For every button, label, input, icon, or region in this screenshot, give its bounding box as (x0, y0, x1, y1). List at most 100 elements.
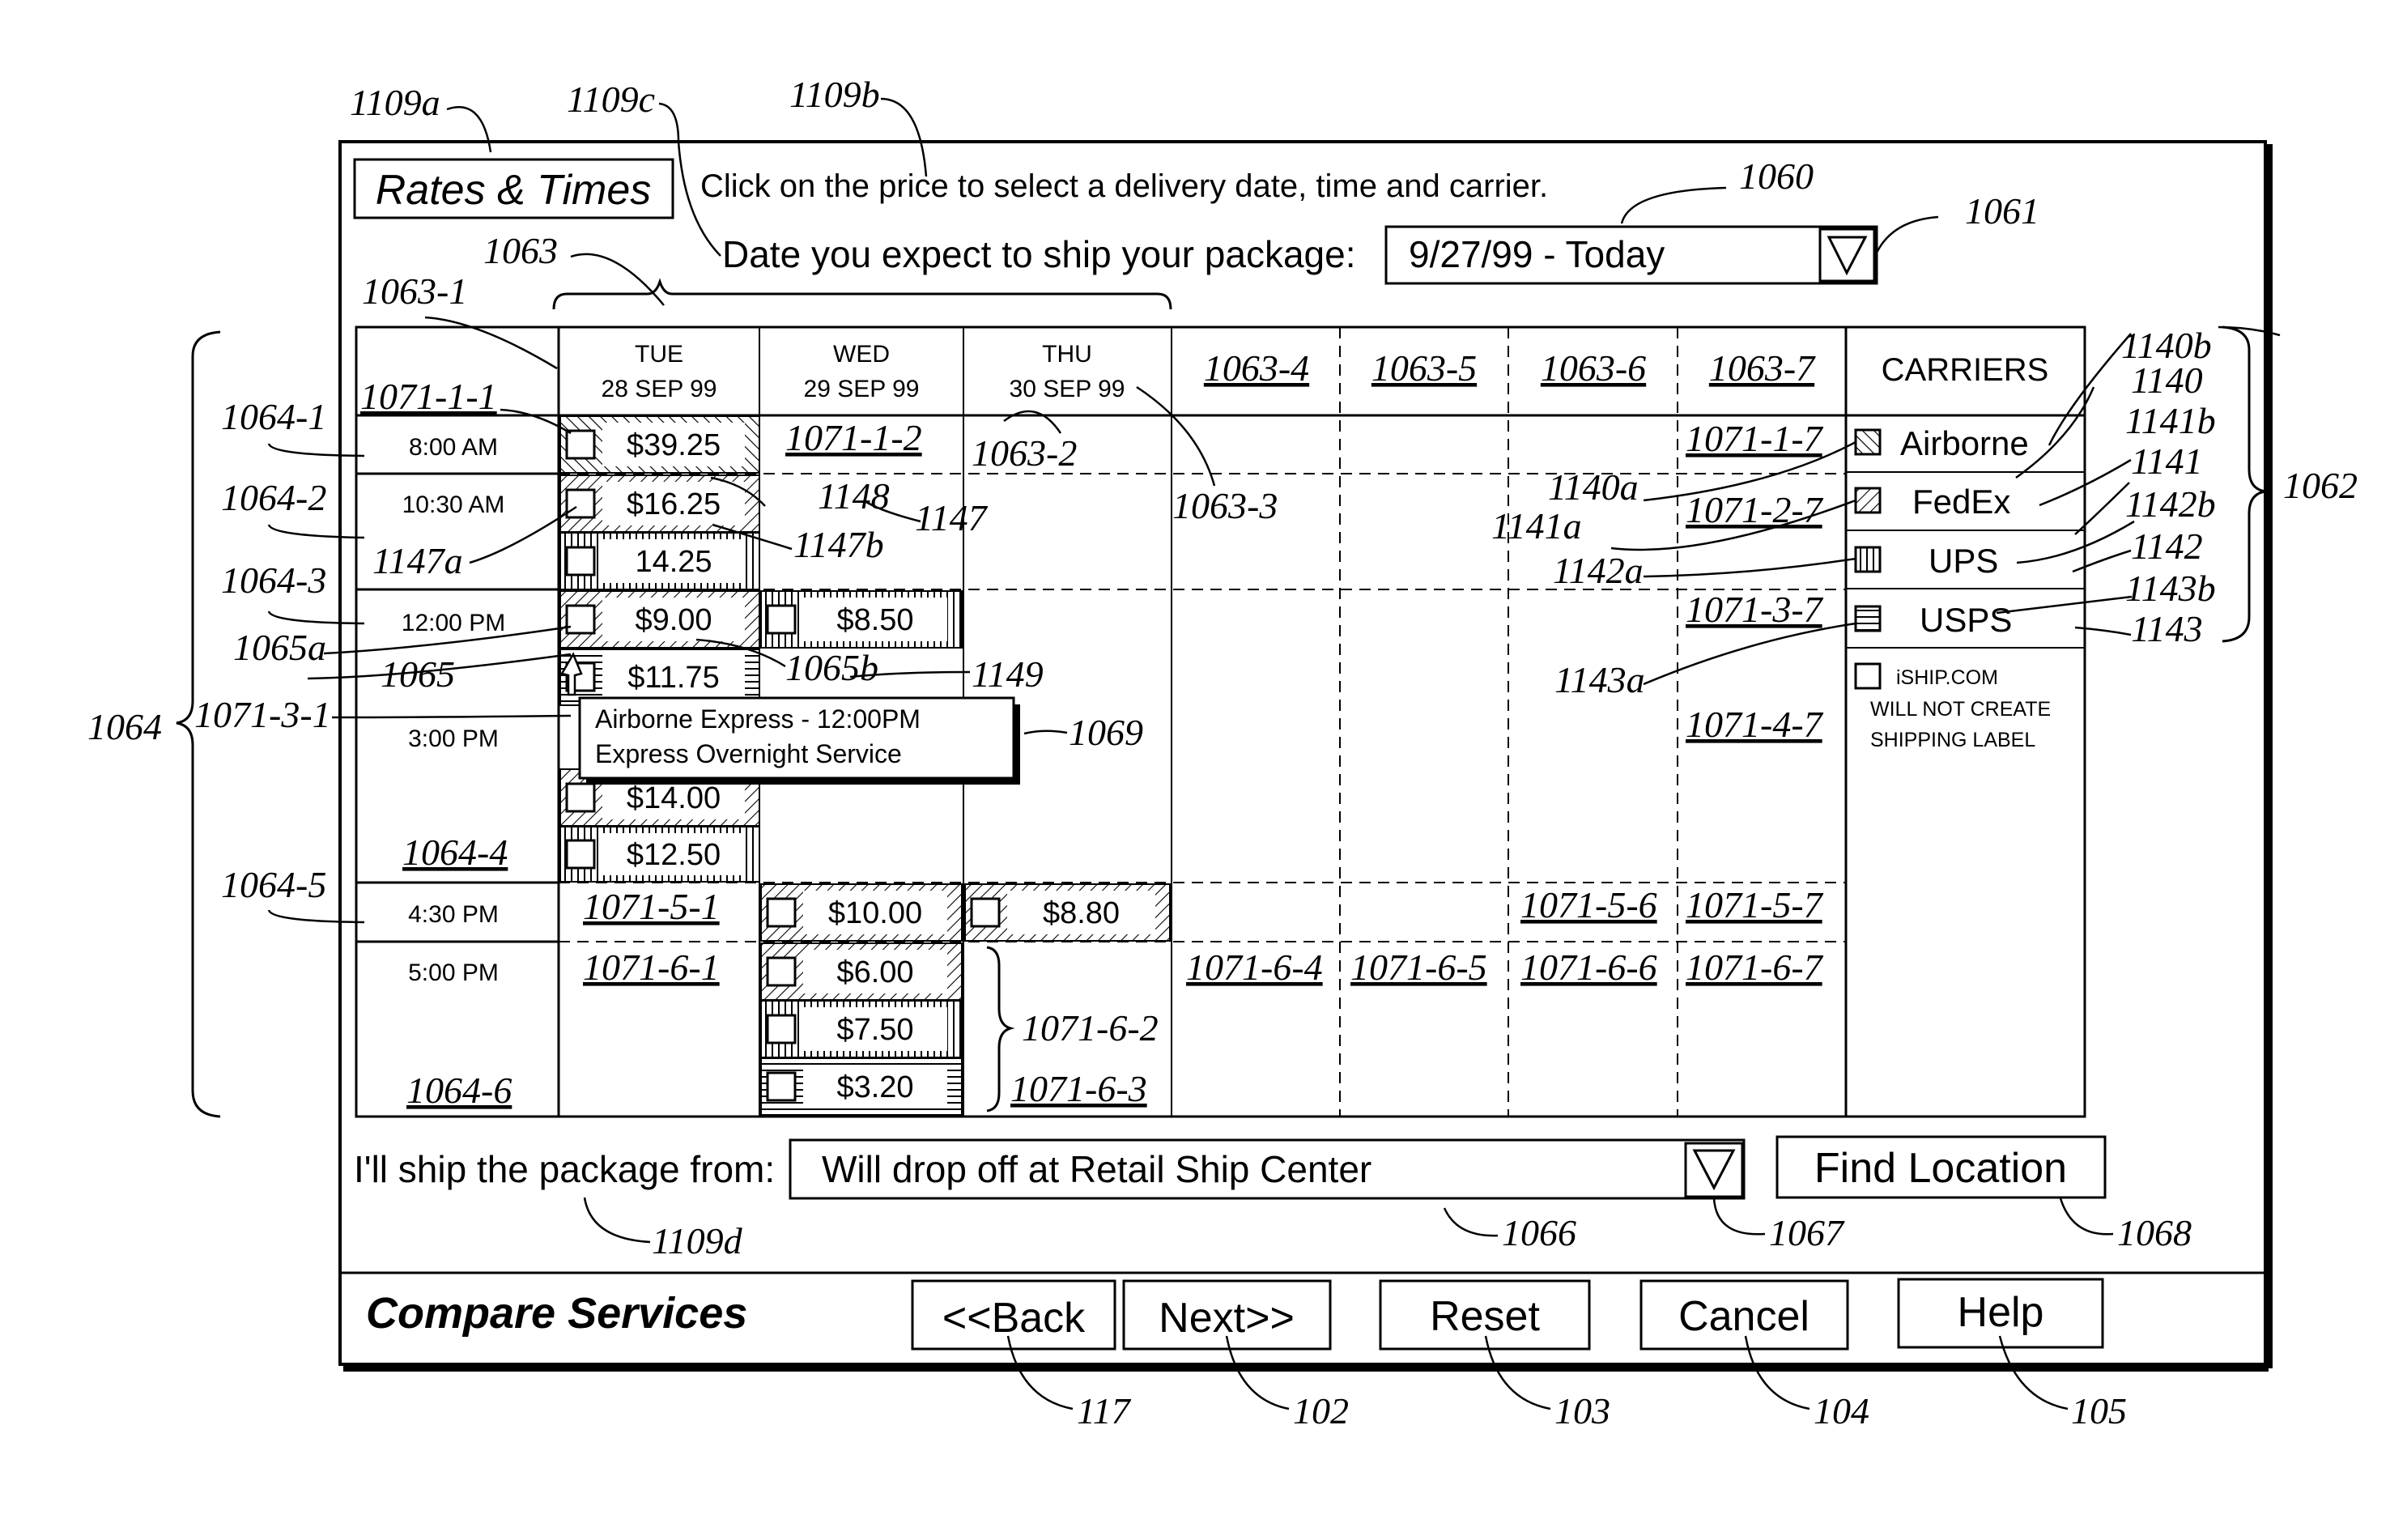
price-cell-thu_430_fedex[interactable]: $8.80 (965, 884, 1170, 941)
help-button-label: Help (1958, 1289, 2044, 1336)
ref-label: 1149 (972, 653, 1044, 695)
ref-label: 105 (2071, 1390, 2127, 1432)
day-date-thu: 30 SEP 99 (1010, 376, 1125, 402)
price-cell-tue_800[interactable]: $39.25 (560, 416, 759, 473)
ref-label: 1071-6-3 (1010, 1068, 1147, 1109)
ref-label: 1064 (87, 706, 162, 747)
select-checkbox[interactable] (972, 899, 999, 926)
select-checkbox[interactable] (567, 490, 594, 517)
carrier-ups[interactable]: UPS (1929, 542, 1998, 580)
price-cell-tue_300_ups[interactable]: $12.50 (560, 827, 759, 882)
ref-label: 1143 (2131, 608, 2203, 649)
price-cell-tue_1030_ups[interactable]: 14.25 (560, 533, 759, 589)
price-value[interactable]: $6.00 (836, 955, 913, 989)
ref-label: 1142b (2125, 483, 2216, 525)
back-button-label: <<Back (942, 1295, 1086, 1342)
ref-label: 1063-2 (972, 432, 1077, 474)
ref-label: 1141 (2131, 440, 2203, 482)
day-header-empty-5: 1063-5 (1371, 347, 1477, 389)
price-cell-wed_500_usps[interactable]: $3.20 (761, 1058, 962, 1115)
select-checkbox[interactable] (768, 606, 795, 633)
price-value[interactable]: $14.00 (627, 781, 721, 815)
ref-label: 1140a (1548, 466, 1639, 508)
price-value[interactable]: $7.50 (836, 1013, 913, 1047)
cancel-button[interactable]: Cancel (1641, 1281, 1848, 1349)
price-value[interactable]: $11.75 (627, 661, 719, 695)
back-button[interactable]: <<Back (912, 1281, 1115, 1349)
iship-note-line: SHIPPING LABEL (1870, 729, 2035, 751)
ref-label: 1071-3-7 (1686, 589, 1824, 630)
carrier-fedex[interactable]: FedEx (1912, 483, 2010, 521)
select-checkbox[interactable] (768, 899, 795, 926)
ref-label: 1061 (1965, 190, 2039, 232)
ref-label: 1071-2-7 (1686, 489, 1824, 530)
reset-button[interactable]: Reset (1380, 1281, 1589, 1349)
price-cell-wed_430_fedex[interactable]: $10.00 (761, 884, 962, 941)
price-value[interactable]: $8.80 (1043, 896, 1120, 930)
day-header-empty-6: 1063-6 (1541, 347, 1646, 389)
select-checkbox[interactable] (768, 958, 795, 985)
ref-label: 1148 (818, 475, 890, 517)
select-checkbox[interactable] (768, 1015, 795, 1043)
find-location-label: Find Location (1814, 1145, 2067, 1192)
select-checkbox[interactable] (567, 840, 594, 868)
reset-button-label: Reset (1430, 1293, 1540, 1340)
select-checkbox[interactable] (567, 784, 594, 811)
ship-date-value: 9/27/99 - Today (1409, 233, 1665, 275)
carrier-usps[interactable]: USPS (1920, 601, 2012, 639)
ref-label: 1147 (915, 497, 989, 538)
ref-label: 1064-6 (406, 1070, 512, 1111)
ref-label: 1071-6-1 (583, 947, 720, 988)
time-label: 8:00 AM (409, 434, 498, 461)
price-cell-wed_500_ups[interactable]: $7.50 (761, 1001, 962, 1057)
select-checkbox[interactable] (567, 431, 594, 458)
ref-label: 1071-6-7 (1686, 947, 1824, 988)
price-cell-wed_1200_ups[interactable]: $8.50 (761, 591, 962, 648)
ref-label: 1140 (2131, 359, 2203, 401)
iship-note-line: iSHIP.COM (1896, 666, 1998, 689)
find-location-button[interactable]: Find Location (1777, 1137, 2105, 1198)
ref-label: 1063-1 (362, 270, 467, 312)
time-label: 5:00 PM (408, 959, 499, 986)
price-value[interactable]: $12.50 (627, 838, 721, 872)
time-label: 4:30 PM (408, 901, 499, 928)
price-value[interactable]: $3.20 (836, 1070, 913, 1104)
price-value[interactable]: $9.00 (635, 603, 712, 637)
ref-label: 1071-1-7 (1686, 418, 1824, 459)
ref-label: 1071-3-1 (194, 694, 331, 735)
ref-label: 1071-1-2 (785, 417, 922, 458)
ship-date-dropdown[interactable]: 9/27/99 - Today (1386, 227, 1877, 283)
ref-label: 117 (1077, 1390, 1132, 1432)
day-header-empty-4: 1063-4 (1204, 347, 1309, 389)
next-button-label: Next>> (1159, 1295, 1295, 1342)
day-date-wed: 29 SEP 99 (804, 376, 920, 402)
select-checkbox[interactable] (768, 1073, 795, 1100)
price-cell-wed_500_fedex[interactable]: $6.00 (761, 943, 962, 1000)
price-value[interactable]: $16.25 (627, 487, 721, 521)
price-value[interactable]: 14.25 (635, 545, 712, 579)
airborne-swatch-icon (1856, 430, 1880, 454)
ref-label: 1071-6-4 (1186, 947, 1323, 988)
price-value[interactable]: $39.25 (627, 428, 721, 462)
price-value[interactable]: $8.50 (836, 603, 913, 637)
ref-label: 1067 (1769, 1212, 1845, 1253)
select-checkbox[interactable] (567, 547, 594, 575)
day-header-thu: THU (1042, 341, 1092, 368)
footer-title: Compare Services (366, 1289, 747, 1338)
title-tab: Rates & Times (355, 160, 673, 218)
ref-label: 1071-6-5 (1350, 947, 1487, 988)
ship-date-label: Date you expect to ship your package: (722, 233, 1355, 275)
price-value[interactable]: $10.00 (828, 896, 922, 930)
day-date-tue: 28 SEP 99 (602, 376, 717, 402)
iship-checkbox[interactable] (1856, 664, 1880, 688)
carrier-airborne[interactable]: Airborne (1900, 424, 2029, 462)
ship-from-dropdown[interactable]: Will drop off at Retail Ship Center (790, 1140, 1744, 1198)
ref-label: 1060 (1739, 155, 1814, 197)
instruction-text: Click on the price to select a delivery … (700, 168, 1548, 204)
select-checkbox[interactable] (567, 606, 594, 633)
ref-label: 1141a (1491, 505, 1582, 547)
price-cell-tue_1200_fedex[interactable]: $9.00 (560, 591, 759, 648)
ref-label: 1065b (785, 647, 878, 688)
day-header-tue: TUE (635, 341, 683, 368)
